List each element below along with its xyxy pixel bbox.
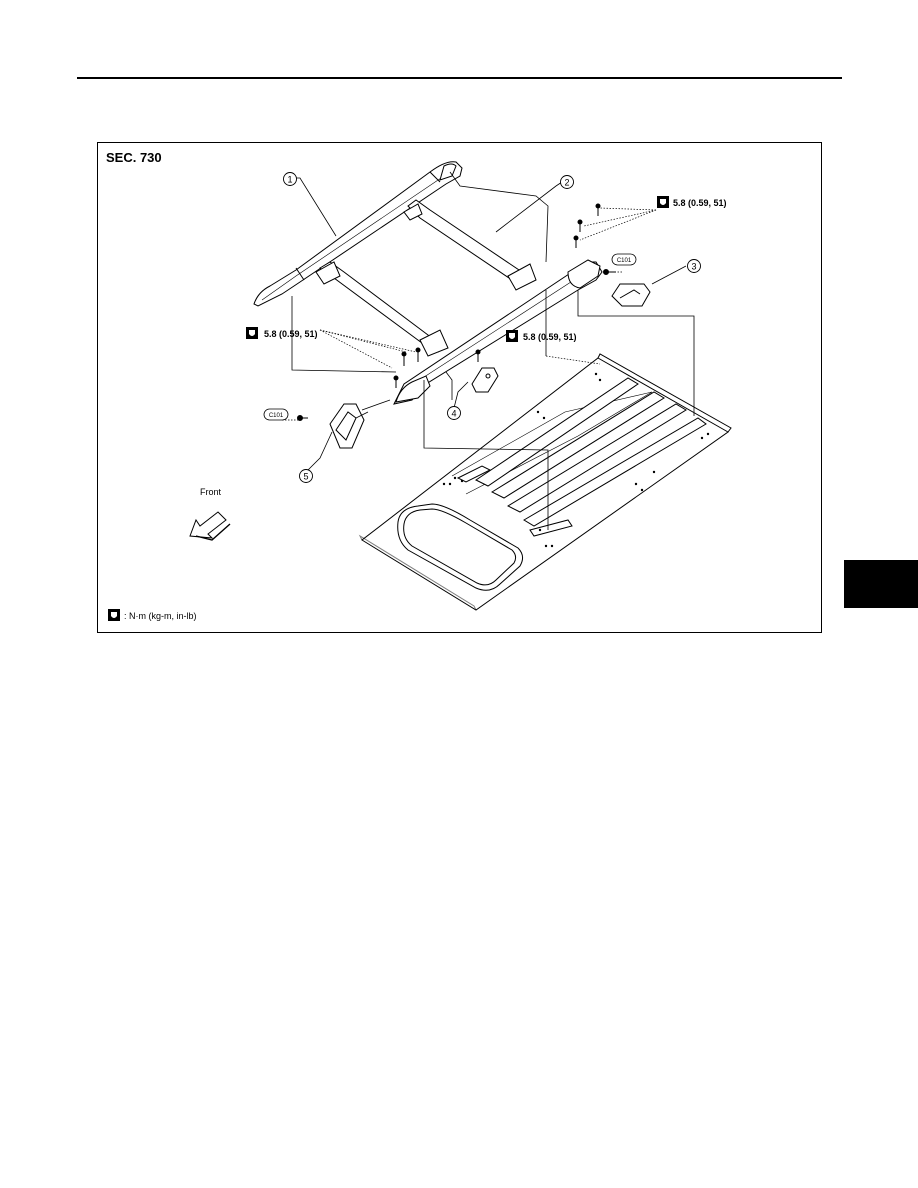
callout-5-label: 5 [303, 472, 308, 482]
rail-rear [253, 161, 463, 307]
header-rule [77, 77, 842, 79]
leader-dotted [282, 207, 657, 421]
torque-value: 5.8 (0.59, 51) [264, 329, 318, 339]
front-arrow-icon [189, 511, 231, 541]
clip-code-1-label: C101 [617, 258, 632, 264]
leader-lines [291, 171, 695, 530]
torque-legend: : N·m (kg-m, in-lb) [108, 609, 197, 621]
callout-2: 2 [560, 175, 574, 189]
torque-annotation-3: 5.8 (0.59, 51) [506, 330, 577, 342]
section-tab [844, 560, 918, 608]
torque-wrench-icon [108, 609, 120, 621]
torque-wrench-icon [506, 330, 518, 342]
callout-5: 5 [299, 469, 313, 483]
callout-3-label: 3 [691, 262, 696, 272]
cross-bar-rear [403, 199, 537, 291]
torque-value: 5.8 (0.59, 51) [673, 198, 727, 208]
section-label: SEC. 730 [106, 150, 162, 165]
torque-wrench-icon [246, 327, 258, 339]
rail-front [393, 259, 603, 405]
torque-annotation-2: 5.8 (0.59, 51) [246, 327, 318, 339]
front-direction-label: Front [200, 487, 222, 497]
roof-holes [442, 372, 710, 548]
end-cover-5 [329, 403, 365, 449]
torque-value: 5.8 (0.59, 51) [523, 332, 577, 342]
callout-1: 1 [283, 172, 297, 186]
clip-code-2-label: C101 [269, 413, 284, 419]
clip-code-2: C101 [263, 408, 289, 421]
callout-4-label: 4 [451, 409, 456, 419]
callout-4: 4 [447, 406, 461, 420]
clip-code-1: C101 [611, 253, 637, 266]
figure-frame [97, 142, 822, 633]
cross-bar-front [315, 261, 449, 357]
torque-wrench-icon [657, 196, 669, 208]
callout-2-label: 2 [564, 178, 569, 188]
torque-annotation-1: 5.8 (0.59, 51) [657, 196, 727, 208]
callout-3: 3 [687, 259, 701, 273]
end-cover-3 [611, 283, 651, 307]
bolts [297, 203, 616, 421]
legend-text: : N·m (kg-m, in-lb) [124, 611, 197, 621]
callout-1-label: 1 [287, 175, 292, 185]
roof-ribs [456, 377, 707, 537]
clip-4 [471, 367, 499, 393]
